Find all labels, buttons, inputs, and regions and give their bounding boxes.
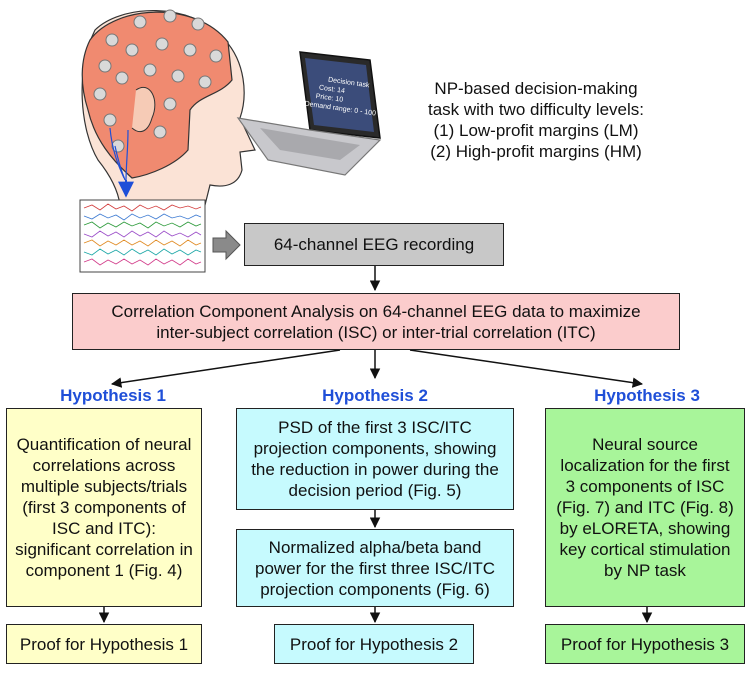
hypothesis-2-proof: Proof for Hypothesis 2: [274, 624, 474, 664]
task-line: (1) Low-profit margins (LM): [433, 121, 639, 140]
hypothesis-1-proof-text: Proof for Hypothesis 1: [19, 634, 189, 654]
cca-line: Correlation Component Analysis on 64-cha…: [111, 301, 641, 321]
hypothesis-2-title: Hypothesis 2: [322, 386, 428, 405]
hypothesis-3-proof: Proof for Hypothesis 3: [545, 624, 745, 664]
task-description: NP-based decision-making task with two d…: [398, 78, 674, 162]
cca-line: inter-subject correlation (ISC) or inter…: [156, 322, 596, 342]
signal-to-recording-arrow: [212, 229, 241, 261]
hypothesis-1-box: Quantification of neural correlations ac…: [6, 408, 202, 607]
laptop-icon: [236, 51, 382, 176]
eeg-cap-head-illustration: [81, 9, 256, 206]
hypothesis-2-proof-text: Proof for Hypothesis 2: [289, 634, 459, 654]
hypothesis-2-bandpower-text: Normalized alpha/beta band power for the…: [255, 537, 495, 599]
task-line: (2) High-profit margins (HM): [430, 142, 642, 161]
eeg-recording-label: 64-channel EEG recording: [273, 235, 475, 254]
cca-to-h1-arrow: [110, 349, 341, 388]
cca-to-h3-arrow: [409, 349, 644, 388]
task-line: NP-based decision-making: [434, 79, 638, 98]
eeg-trace-thumbnail: [79, 199, 206, 273]
cca-box: Correlation Component Analysis on 64-cha…: [72, 293, 680, 350]
hypothesis-3-box: Neural source localization for the first…: [545, 408, 745, 607]
hypothesis-1-proof: Proof for Hypothesis 1: [6, 624, 202, 664]
hypothesis-2-box-bandpower: Normalized alpha/beta band power for the…: [236, 529, 514, 607]
task-line: task with two difficulty levels:: [427, 100, 645, 119]
eeg-recording-box: 64-channel EEG recording: [244, 223, 504, 266]
hypothesis-2-psd-text: PSD of the first 3 ISC/ITC projection co…: [251, 418, 499, 500]
hypothesis-3-proof-text: Proof for Hypothesis 3: [560, 634, 730, 654]
hypothesis-1-text: Quantification of neural correlations ac…: [15, 435, 193, 580]
hypothesis-3-title: Hypothesis 3: [594, 386, 700, 405]
hypothesis-3-text: Neural source localization for the first…: [556, 435, 734, 580]
hypothesis-2-box-psd: PSD of the first 3 ISC/ITC projection co…: [236, 408, 514, 510]
hypothesis-1-title: Hypothesis 1: [60, 386, 166, 405]
